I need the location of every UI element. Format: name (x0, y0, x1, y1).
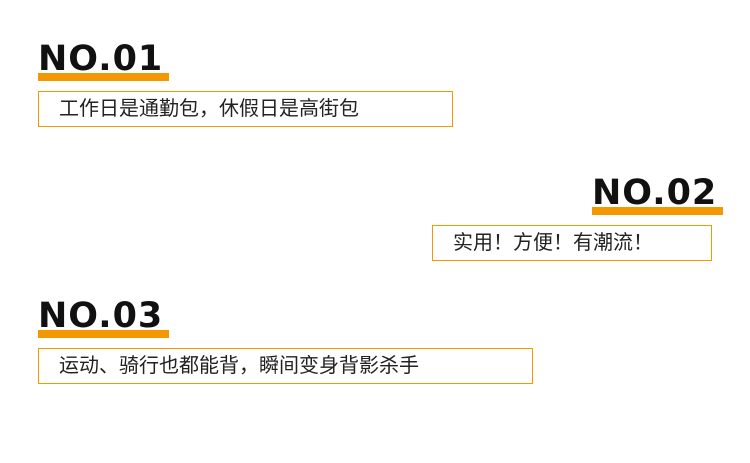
item-number-3-text: NO.03 (38, 296, 164, 336)
item-number-2-text: NO.02 (592, 173, 718, 213)
item-text-2: 实用！方便！有潮流！ (453, 230, 653, 254)
item-text-box-1: 工作日是通勤包，休假日是高街包 (38, 91, 453, 127)
item-text-1: 工作日是通勤包，休假日是高街包 (59, 96, 359, 120)
item-number-3: NO.03 (38, 296, 170, 338)
item-text-box-2: 实用！方便！有潮流！ (432, 225, 712, 261)
item-number-1: NO.01 (38, 39, 170, 81)
item-number-2: NO.02 (592, 173, 724, 215)
item-text-3: 运动、骑行也都能背，瞬间变身背影杀手 (59, 353, 419, 377)
item-number-1-text: NO.01 (38, 39, 164, 79)
item-text-box-3: 运动、骑行也都能背，瞬间变身背影杀手 (38, 348, 533, 384)
